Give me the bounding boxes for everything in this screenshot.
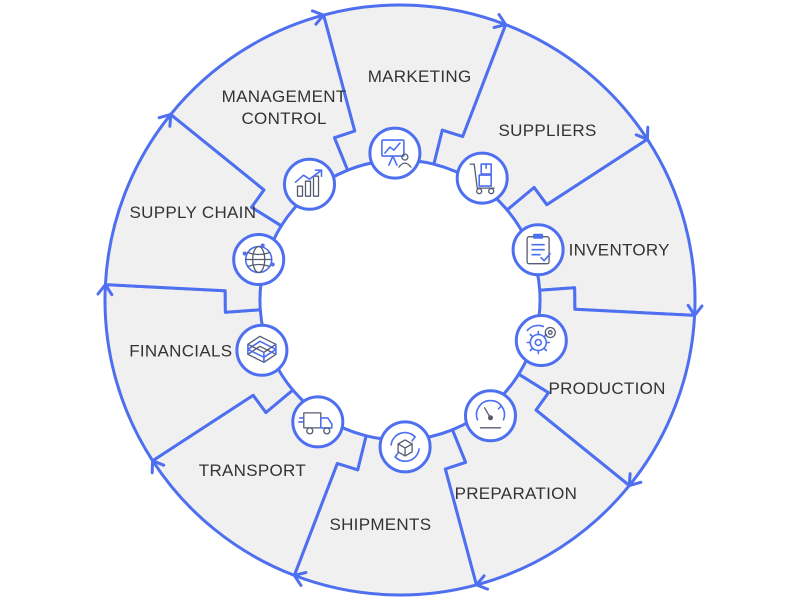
segment-label-inventory: INVENTORY: [569, 240, 670, 259]
segment-label-line: FINANCIALS: [129, 342, 232, 361]
clipboard-checklist-icon: [511, 223, 565, 277]
arrowhead-icon: [150, 459, 166, 475]
segment-label-shipments: SHIPMENTS: [329, 515, 431, 534]
segment-label-production: PRODUCTION: [548, 379, 665, 398]
growth-chart-icon: [283, 157, 336, 211]
arrowhead-icon: [474, 574, 490, 591]
arrowhead-icon: [686, 303, 704, 317]
segment-label-supply-chain: SUPPLY CHAIN: [130, 203, 257, 222]
segment-label-line: SUPPLIERS: [499, 121, 597, 140]
gears-icon: [514, 314, 568, 367]
arrowhead-icon: [157, 112, 173, 128]
segment-label-line: CONTROL: [241, 109, 326, 128]
arrowhead-icon: [634, 125, 650, 141]
stopwatch-gauge-icon: [464, 389, 517, 443]
arrowhead-icon: [627, 472, 643, 488]
segment-label-line: MARKETING: [368, 67, 472, 86]
segment-label-line: TRANSPORT: [199, 461, 306, 480]
segment-label-transport: TRANSPORT: [199, 461, 306, 480]
segment-label-line: MANAGEMENT: [222, 87, 347, 106]
segment-label-line: PREPARATION: [455, 484, 578, 503]
arrowhead-icon: [292, 571, 308, 587]
box-cycle-icon: [378, 420, 432, 474]
segment-label-financials: FINANCIALS: [129, 342, 232, 361]
delivery-truck-icon: [291, 395, 345, 449]
presentation-board-icon: [368, 126, 422, 180]
segment-label-line: SHIPMENTS: [329, 515, 431, 534]
arrowhead-icon: [96, 283, 114, 297]
segment-label-management-control: MANAGEMENT CONTROL: [222, 87, 347, 128]
arrowhead-icon: [492, 13, 508, 29]
arrowhead-icon: [310, 9, 326, 26]
segment-label-preparation: PREPARATION: [455, 484, 578, 503]
money-stack-icon: [235, 323, 289, 377]
segment-label-line: SUPPLY CHAIN: [130, 203, 257, 222]
segment-label-suppliers: SUPPLIERS: [499, 121, 597, 140]
segment-label-line: INVENTORY: [569, 240, 670, 259]
segment-label-marketing: MARKETING: [368, 67, 472, 86]
globe-network-icon: [232, 233, 286, 286]
segment-label-line: PRODUCTION: [548, 379, 665, 398]
hand-truck-boxes-icon: [455, 151, 509, 205]
